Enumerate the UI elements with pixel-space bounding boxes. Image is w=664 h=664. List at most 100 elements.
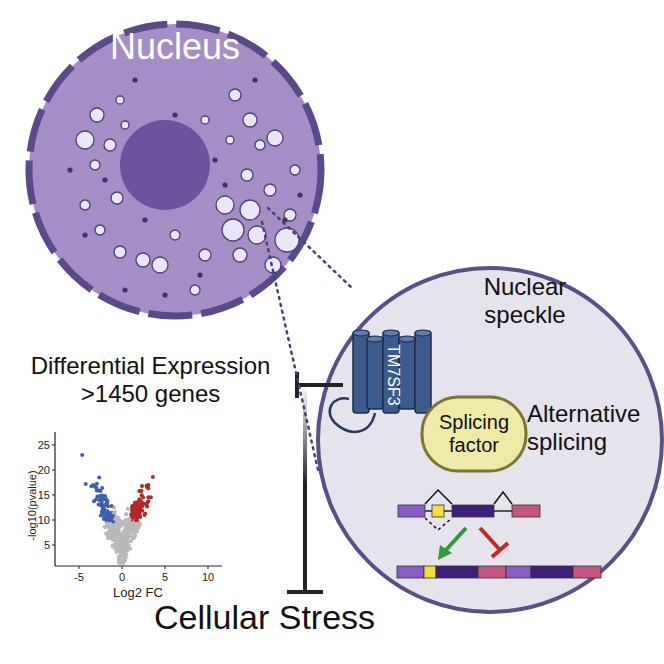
label-text: Splicing factor — [422, 411, 526, 457]
volcano-point — [137, 523, 141, 527]
volcano-point — [133, 534, 137, 538]
volcano-point — [100, 486, 104, 490]
small-dot — [132, 77, 137, 82]
volcano-point — [145, 501, 149, 505]
volcano-point — [143, 513, 147, 517]
volcano-point — [106, 536, 110, 540]
label-text: TM7SF3 — [383, 344, 401, 405]
small-dot — [197, 272, 202, 277]
tick-label: 20 — [38, 465, 50, 476]
speckle-dot — [190, 285, 200, 295]
oval-fill — [422, 397, 526, 471]
volcano-point — [108, 526, 112, 530]
volcano-point — [95, 482, 99, 486]
small-dot — [297, 192, 302, 197]
helix — [415, 331, 431, 413]
volcano-point — [98, 498, 102, 502]
exon — [452, 505, 494, 517]
tick-label: 25 — [38, 440, 50, 451]
y-axis — [54, 432, 55, 566]
inhibit-bar — [287, 590, 323, 594]
label-text: Nucleus — [85, 26, 265, 67]
small-dot — [142, 217, 147, 222]
speckle-dot — [255, 140, 265, 150]
exon — [398, 505, 425, 517]
exon — [424, 566, 436, 578]
volcano-point — [106, 531, 110, 535]
volcano-point — [149, 495, 153, 499]
volcano-point — [137, 509, 141, 513]
exon — [573, 566, 601, 578]
volcano-point — [151, 475, 155, 479]
tick — [165, 566, 166, 569]
speckle-dot — [199, 249, 211, 261]
tick-label: 15 — [38, 490, 50, 501]
volcano-point — [140, 484, 144, 488]
speckle-fill — [318, 268, 662, 612]
volcano-point — [126, 507, 130, 511]
volcano-point — [105, 499, 109, 503]
volcano-point — [104, 511, 108, 515]
volcano-point — [117, 531, 121, 535]
small-dot — [172, 112, 177, 117]
helix-cap — [367, 336, 383, 342]
nuclear-envelope — [29, 24, 321, 316]
volcano-point — [115, 541, 119, 545]
speckle-dot — [80, 200, 90, 210]
tick — [79, 566, 80, 569]
volcano-point — [136, 513, 140, 517]
speckle-dot — [264, 184, 276, 196]
volcano-point — [123, 529, 127, 533]
speckle-dot — [76, 131, 94, 149]
small-dot — [67, 167, 72, 172]
volcano-point — [123, 555, 127, 559]
volcano-point — [132, 533, 136, 537]
volcano-point — [110, 535, 114, 539]
speckle-dot — [216, 196, 234, 214]
small-dot — [122, 287, 127, 292]
volcano-point — [110, 504, 114, 508]
volcano-point — [108, 526, 112, 530]
exon — [506, 566, 531, 578]
volcano-point — [132, 512, 136, 516]
volcano-point — [114, 523, 118, 527]
volcano-point — [104, 516, 108, 520]
x-axis — [55, 565, 222, 566]
volcano-point — [98, 498, 102, 502]
volcano-point — [99, 514, 103, 518]
axis-title: -log10(pvalue) — [27, 470, 38, 540]
volcano-point — [97, 488, 101, 492]
tick — [52, 495, 55, 496]
speckle-dot — [116, 96, 124, 104]
small-dot — [252, 77, 257, 82]
speckle-dot — [222, 219, 244, 241]
volcano-point — [111, 514, 115, 518]
volcano-point — [97, 476, 101, 480]
tick-label: 10 — [202, 572, 214, 583]
speckle-dot — [229, 89, 241, 101]
speckle-dot — [201, 116, 209, 124]
helix-cap — [415, 330, 431, 336]
speckle-dot — [275, 228, 299, 252]
exon — [436, 566, 478, 578]
expression-text: Differential Expression >1450 genes — [8, 352, 293, 407]
exon — [531, 566, 573, 578]
volcano-point — [140, 504, 144, 508]
tick — [52, 470, 55, 471]
volcano-point — [89, 484, 93, 488]
speckle-dot — [265, 257, 281, 273]
speckle-dot — [111, 192, 123, 204]
volcano-point — [146, 484, 150, 488]
speckle-dot — [90, 108, 104, 122]
speckle-dot — [95, 225, 105, 235]
splicing-factor-oval: Splicing factor — [416, 395, 532, 473]
volcano-point — [134, 518, 138, 522]
membrane-protein: TM7SF3 — [345, 325, 440, 425]
volcano-point — [84, 482, 88, 486]
label-text: Differential Expression >1450 genes — [8, 352, 293, 407]
small-dot — [222, 182, 227, 187]
nucleus-fill — [29, 24, 321, 316]
volcano-point — [124, 536, 128, 540]
volcano-point — [123, 559, 127, 563]
helix-cap — [383, 330, 399, 336]
